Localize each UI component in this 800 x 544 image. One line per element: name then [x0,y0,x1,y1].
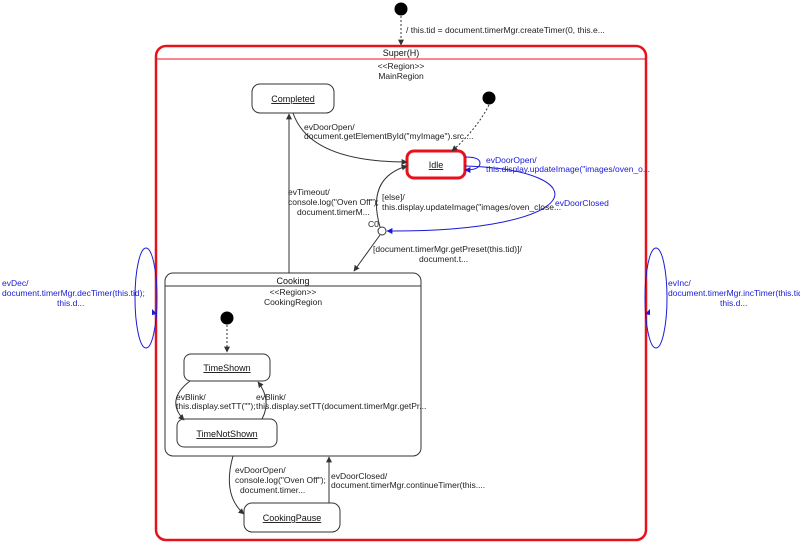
label-dec-2: document.timerMgr.decTimer(this.tid); [2,288,145,298]
transition-idle-door-closed[interactable] [386,165,556,235]
initial-pseudostate[interactable] [394,2,408,16]
label-inc-3: this.d... [720,298,747,308]
transition-completed-to-idle[interactable] [292,112,408,165]
transition-blink-to-shown[interactable] [257,381,267,420]
label-choice-else-1: [else]/ [382,192,405,202]
state-time-shown-label: TimeShown [203,363,250,373]
state-time-not-shown[interactable] [176,418,278,448]
state-time-shown[interactable] [183,353,271,382]
label-blink-to-not-shown-1: evBlink/ [176,392,206,402]
main-region-initial-pseudostate[interactable] [482,91,496,105]
main-initial-transition-line[interactable] [451,104,490,152]
main-region-stereotype: <<Region>> [378,61,425,71]
choice-c0[interactable] [377,226,387,236]
state-completed-label: Completed [271,94,315,104]
label-cooking-timeout-1: evTimeout/ [288,187,330,197]
initial-transition-label: / this.tid = document.timerMgr.createTim… [406,25,605,35]
transition-choice-preset[interactable] [353,234,381,272]
label-blink-to-shown-1: evBlink/ [256,392,286,402]
super-state[interactable] [154,44,648,542]
label-idle-self-open-2: this.display.updateImage("images/oven_o.… [486,164,650,174]
choice-c0-label: C0 [368,219,379,229]
label-cooking-to-pause-3: document.timer... [240,485,305,495]
state-cooking-title: Cooking [276,276,309,286]
state-cooking-pause-label: CookingPause [263,513,322,523]
label-blink-to-not-shown-2: this.display.setTT(""); [176,401,256,411]
cooking-region-stereotype: <<Region>> [270,287,317,297]
super-state-title: Super(H) [383,48,420,58]
label-blink-to-shown-2: this.display.setTT(document.timerMgr.get… [256,401,426,411]
label-inc-2: document.timerMgr.incTimer(this.tid); [668,288,800,298]
transition-dec-loop[interactable] [134,247,158,349]
label-pause-to-cooking-1: evDoorClosed/ [331,471,388,481]
label-choice-else-2: this.display.updateImage("images/oven_cl… [382,202,561,212]
state-cooking-pause[interactable] [243,502,341,533]
label-choice-preset-1: [document.timerMgr.getPreset(this.tid)]/ [373,244,522,254]
state-idle-label: Idle [429,160,444,170]
transition-blink-to-not-shown[interactable] [175,380,191,421]
label-pause-to-cooking-2: document.timerMgr.continueTimer(this.... [331,480,485,490]
transition-inc-arrowhead [645,309,650,315]
label-cooking-timeout-3: document.timerM... [297,207,370,217]
label-completed-to-idle-2: document.getElementById("myImage").src .… [304,131,474,141]
cooking-region-name: CookingRegion [264,297,322,307]
transition-choice-else[interactable] [376,164,408,228]
label-cooking-to-pause-1: evDoorOpen/ [235,465,286,475]
label-dec-1: evDec/ [2,278,29,288]
state-time-not-shown-label: TimeNotShown [196,429,257,439]
label-cooking-to-pause-2: console.log("Oven Off"); [235,475,326,485]
transition-idle-self-open[interactable] [464,156,481,173]
transition-dec-arrowhead [152,309,157,315]
transition-cooking-to-pause[interactable] [228,455,245,515]
label-idle-self-open-1: evDoorOpen/ [486,155,537,165]
label-cooking-timeout-2: console.log("Oven Off"); [288,197,379,207]
cooking-region-initial-pseudostate[interactable] [220,311,234,325]
label-choice-preset-2: document.t... [419,254,468,264]
main-region-name: MainRegion [378,71,424,81]
label-inc-1: evInc/ [668,278,691,288]
label-completed-to-idle-1: evDoorOpen/ [304,122,355,132]
transition-inc-loop[interactable] [644,247,668,349]
label-idle-door-closed: evDoorClosed [555,198,609,208]
label-dec-3: this.d... [57,298,84,308]
